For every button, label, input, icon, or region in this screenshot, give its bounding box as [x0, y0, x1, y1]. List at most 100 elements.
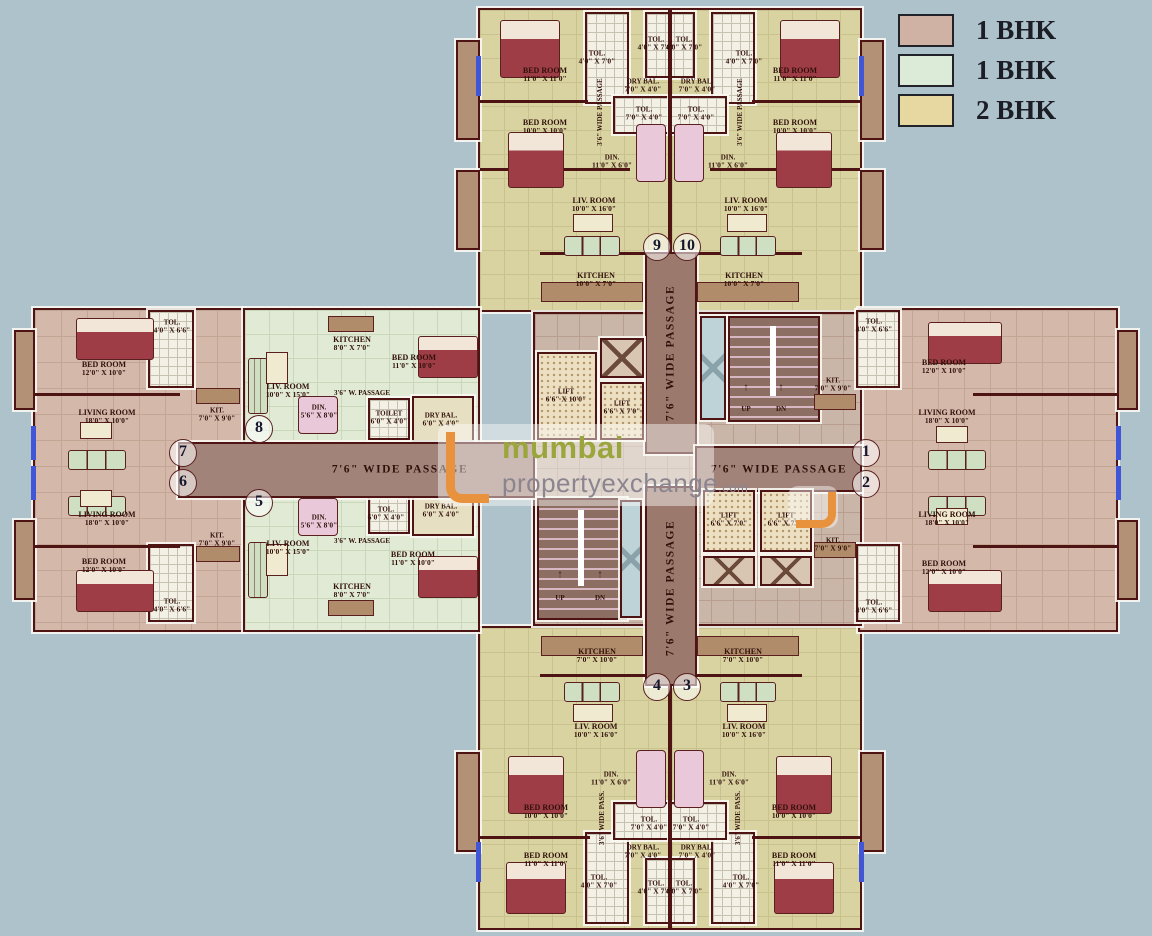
room-dimensions: 10'0" X 10'0" [771, 811, 817, 821]
room-name: BED ROOM [522, 118, 568, 128]
window [476, 842, 481, 882]
room-label: ↑ [743, 382, 749, 395]
room-dimensions: 18'0" X 10'0" [84, 416, 130, 426]
room-name: 7'6" WIDE PASSAGE [710, 463, 848, 476]
shaft [620, 500, 642, 618]
toilet [856, 544, 900, 622]
counter-icon [814, 542, 856, 558]
stair-divider [770, 326, 776, 396]
room-name: DN [594, 593, 606, 602]
window [1116, 466, 1121, 500]
ledge [14, 520, 35, 600]
room-name: LIVING ROOM [918, 510, 976, 520]
sofa-icon [720, 682, 776, 702]
window [31, 466, 36, 500]
room-dimensions: 7'0" X 9'0" [198, 538, 236, 548]
room-name: LIVING ROOM [78, 408, 136, 418]
room-label: TOL.4'0" X 7'0" [726, 50, 763, 67]
dining-icon [636, 750, 666, 808]
room-dimensions: 7'0" X 9'0" [814, 383, 852, 393]
room-name: ↑ [597, 568, 603, 581]
ledge [860, 170, 884, 250]
room-label: DIN.11'0" X 6'0" [592, 154, 632, 171]
room-dimensions: 10'0" X 10'0" [772, 126, 818, 136]
lift [600, 382, 644, 440]
room-name: LIV. ROOM [266, 382, 310, 392]
room-name: KIT. [825, 536, 841, 545]
room-name: LIFT [557, 387, 575, 396]
room-name: DRY BAL. [680, 77, 714, 86]
room-dimensions: 18'0" X 10'0" [924, 416, 970, 426]
room-name: 3'6" WIDE PASS. [733, 790, 742, 846]
room-dimensions: 7'0" X 9'0" [198, 413, 236, 423]
room-name: 3'6" WIDE PASSAGE [735, 78, 744, 146]
bed-icon [506, 862, 566, 914]
room-name: TOILET [375, 409, 403, 418]
room-dimensions: 11'0" X 10'0" [391, 558, 435, 568]
room-name: LIVING ROOM [918, 408, 976, 418]
room-name: BED ROOM [523, 803, 569, 813]
room-label: DRY BAL.7'0" X 4'0" [679, 78, 716, 95]
room-label: 3'6" W. PASSAGE [334, 389, 390, 397]
room-name: KIT. [825, 376, 841, 385]
room-dimensions: 6'6" X 7'0" [710, 518, 748, 528]
room-dimensions: 12'0" X 10'0" [921, 366, 967, 376]
room-label: TOL.7'0" X 4'0" [673, 816, 710, 833]
room-label: TOL.4'0" X 7'0" [579, 50, 616, 67]
room-label: 7'6" WIDE PASSAGE [664, 285, 677, 421]
room-dimensions: 10'0" X 10'0" [523, 811, 569, 821]
bed-icon [774, 862, 834, 914]
ledge [456, 752, 480, 852]
room-name: LIVING ROOM [78, 510, 136, 520]
room-name: TOL. [647, 879, 665, 888]
room-dimensions: 7'0" X 10'0" [576, 655, 618, 665]
room-name: DN [775, 404, 787, 413]
wall [973, 393, 1118, 396]
room-name: LIV. ROOM [266, 539, 310, 549]
room-dimensions: 10'0" X 16'0" [573, 730, 619, 740]
room-name: BED ROOM [921, 358, 967, 368]
room-dimensions: 18'0" X 10'0" [924, 518, 970, 528]
room-label: 7'6" WIDE PASSAGE [332, 463, 468, 476]
room-name: BED ROOM [522, 66, 568, 76]
bed-icon [76, 570, 154, 612]
room-name: KITCHEN [578, 647, 616, 657]
room-name: KITCHEN [577, 271, 615, 281]
bed-icon [508, 756, 564, 814]
room-name: UP [555, 593, 565, 602]
room-dimensions: 11'0" X 11'0" [773, 74, 817, 84]
toilet [368, 398, 410, 440]
room-name: BED ROOM [772, 118, 818, 128]
room-dimensions: 7'0" X 4'0" [677, 112, 715, 122]
wall [480, 836, 590, 839]
room-name: LIV. ROOM [574, 722, 618, 732]
room-dimensions: 4'0" X 7'0" [665, 42, 703, 52]
passage-left [178, 442, 535, 498]
room-dimensions: 4'0" X 7'0" [665, 886, 703, 896]
legend-label: 1 BHK [976, 15, 1057, 45]
orange-bracket-icon [796, 492, 836, 528]
watermark-brand2: propertyexchange.com [502, 468, 749, 498]
wall [668, 10, 672, 252]
table-icon [936, 426, 968, 443]
counter-icon [814, 394, 856, 410]
room-dimensions: 11'0" X 10'0" [392, 361, 436, 371]
passage-bottom [645, 486, 697, 686]
room-name: KITCHEN [724, 647, 762, 657]
room-label: 7'6" WIDE PASSAGE [664, 520, 677, 656]
bed-icon [76, 318, 154, 360]
room-label: KIT.7'0" X 9'0" [815, 537, 852, 554]
room-name: 3'6" W. PASSAGE [333, 388, 391, 397]
sofa-icon [248, 542, 268, 598]
room-label: TOL.4'0" X 7'0" [666, 880, 703, 897]
